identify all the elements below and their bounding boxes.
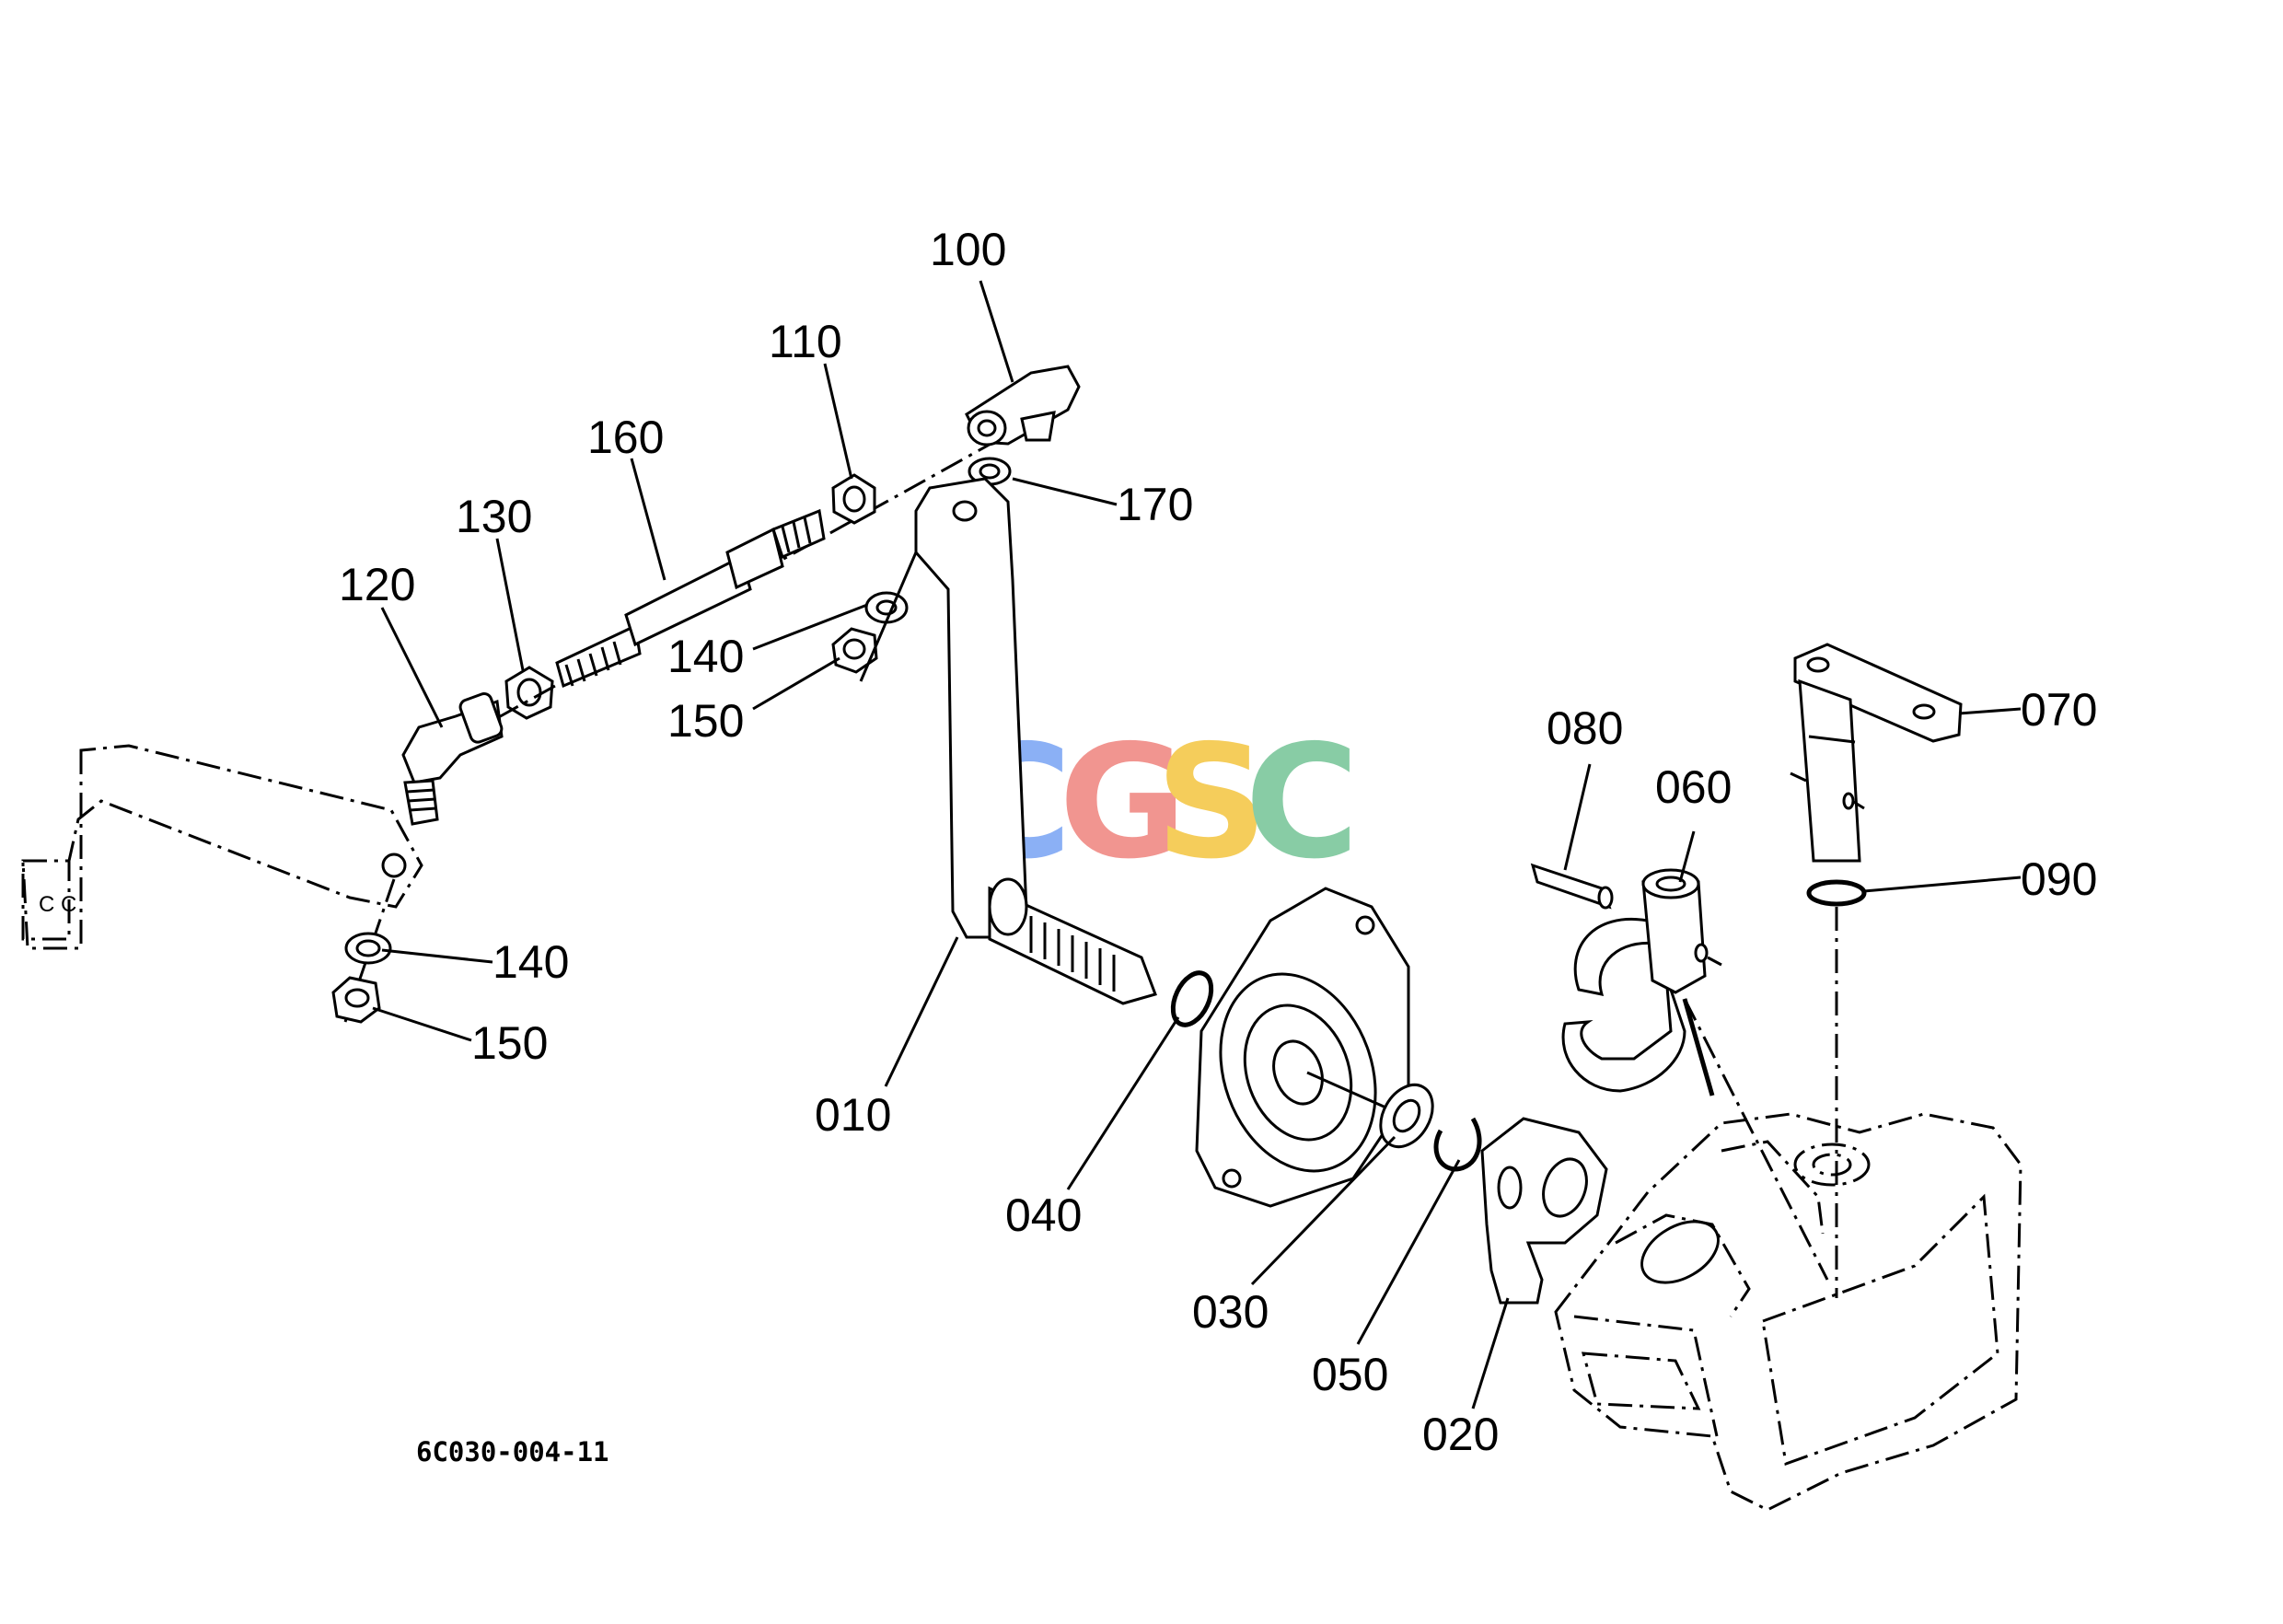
cam-lever-020	[1480, 1117, 1608, 1305]
callout-160: 160	[587, 412, 664, 463]
nut-130	[504, 666, 554, 720]
upper-washer-nut	[831, 551, 918, 682]
callout-150-lower: 150	[471, 1017, 548, 1069]
transmission-housing	[1554, 1112, 2022, 1512]
callout-030: 030	[1192, 1286, 1269, 1338]
callout-130: 130	[456, 491, 532, 542]
leader-lines	[372, 280, 2022, 1409]
lever-arm-010	[914, 477, 1157, 1005]
shift-fork-060	[1530, 863, 1829, 1281]
callout-010: 010	[815, 1089, 891, 1141]
shaft-070	[1790, 643, 1963, 1298]
callout-070: 070	[2021, 684, 2097, 736]
callout-100: 100	[930, 224, 1006, 275]
washer-170	[968, 457, 1012, 486]
callout-140-upper: 140	[667, 631, 744, 682]
nut-110	[831, 473, 876, 525]
callout-090: 090	[2021, 853, 2097, 905]
callout-150-upper: 150	[667, 695, 744, 747]
rod-160	[496, 440, 995, 720]
o-ring-040	[1170, 970, 1214, 1027]
ball-joint	[401, 692, 504, 826]
callout-120: 120	[339, 559, 415, 610]
watermark-letter-4: C	[1245, 712, 1360, 894]
watermark-letter-3: S	[1155, 712, 1268, 894]
callout-170: 170	[1117, 479, 1193, 530]
callout-050: 050	[1312, 1349, 1388, 1400]
cover-plate	[1195, 887, 1410, 1208]
callout-020: 020	[1422, 1409, 1499, 1460]
callout-080: 080	[1547, 702, 1623, 754]
watermark-letter-2: G	[1059, 712, 1188, 894]
upper-ball-joint	[965, 365, 1081, 447]
drawing-code: 6C030-004-11	[416, 1436, 609, 1467]
callout-040: 040	[1005, 1189, 1082, 1241]
washer-030	[1379, 1083, 1434, 1149]
callout-labels: 100 110 160 130 120 170 140 150 140 150 …	[339, 224, 2097, 1460]
lower-washer-nut	[331, 878, 396, 1024]
callout-060: 060	[1655, 761, 1732, 813]
callout-140-lower: 140	[493, 936, 569, 988]
callout-110: 110	[769, 316, 842, 367]
svg-text:C C: C C	[39, 892, 76, 917]
pedal-arm-outline: C C	[21, 744, 423, 950]
